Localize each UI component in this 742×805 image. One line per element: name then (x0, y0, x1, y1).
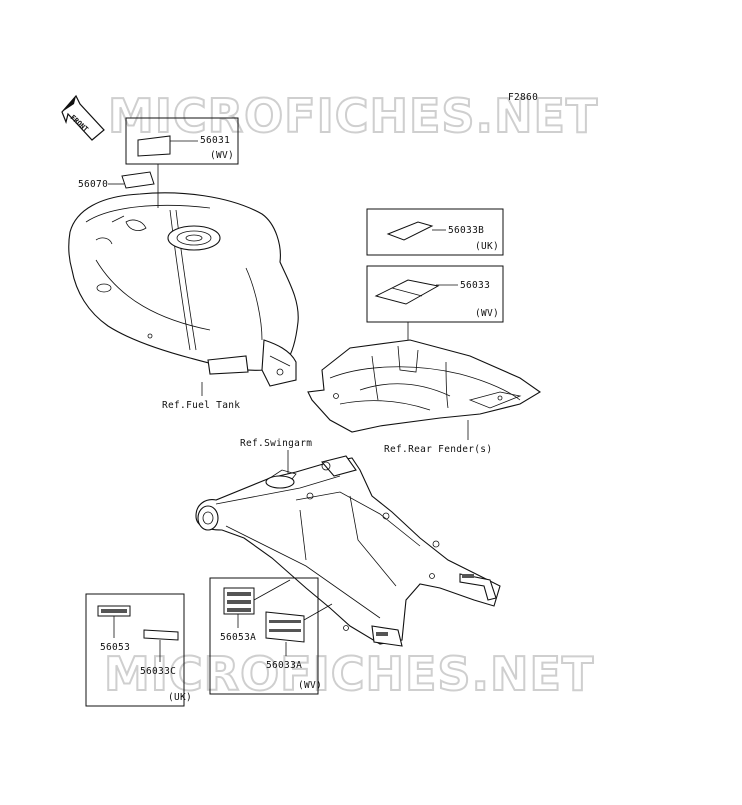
variant-box-wv (125, 117, 239, 165)
part-number-56033C: 56033C (140, 666, 176, 677)
part-number-56033A: 56033A (266, 660, 302, 671)
decal-56033B (386, 221, 434, 241)
watermark-bottom: MICROFICHES.NET (104, 647, 594, 701)
ref-fuel-tank: Ref.Fuel Tank (162, 400, 240, 411)
label-56033-group: 56033 (WV) (366, 265, 504, 352)
part-number-56070: 56070 (78, 179, 108, 190)
decal-56033C (143, 629, 179, 641)
decal-56033A (265, 611, 305, 643)
label-group-wv: 56053A 56033A (WV) (209, 577, 333, 695)
variant-label-group-wv: (WV) (298, 680, 322, 691)
variant-box-wv-lower (209, 577, 319, 695)
decal-56031 (137, 135, 171, 157)
swingarm-illustration (195, 455, 501, 647)
variant-label-56033B: (UK) (475, 241, 499, 252)
ref-swingarm: Ref.Swingarm (240, 438, 312, 449)
variant-box-uk-lower (85, 593, 185, 707)
variant-label-56031: (WV) (210, 150, 234, 161)
front-arrow-icon: FRONT (61, 94, 105, 141)
label-56070-group: 56070 (78, 171, 155, 190)
part-number-56033: 56033 (460, 280, 490, 291)
part-number-56053: 56053 (100, 642, 130, 653)
figure-code: F2860 (508, 92, 538, 103)
rear-fender-illustration (307, 339, 542, 433)
variant-label-56033: (WV) (475, 308, 499, 319)
part-number-56033B: 56033B (448, 225, 484, 236)
label-group-uk: 56053 56033C (UK) (85, 593, 192, 707)
label-56033B-group: 56033B (UK) (366, 208, 504, 256)
ref-rear-fender: Ref.Rear Fender(s) (384, 444, 492, 455)
variant-box-uk (366, 208, 504, 256)
decal-56070 (121, 171, 155, 189)
fuel-tank-illustration (68, 192, 299, 387)
variant-box-wv-2 (366, 265, 504, 323)
label-56031-group: 56031 (WV) (125, 117, 239, 208)
part-number-56031: 56031 (200, 135, 230, 146)
watermark-top: MICROFICHES.NET (108, 89, 598, 143)
variant-label-group-uk: (UK) (168, 692, 192, 703)
part-number-56053A: 56053A (220, 632, 256, 643)
